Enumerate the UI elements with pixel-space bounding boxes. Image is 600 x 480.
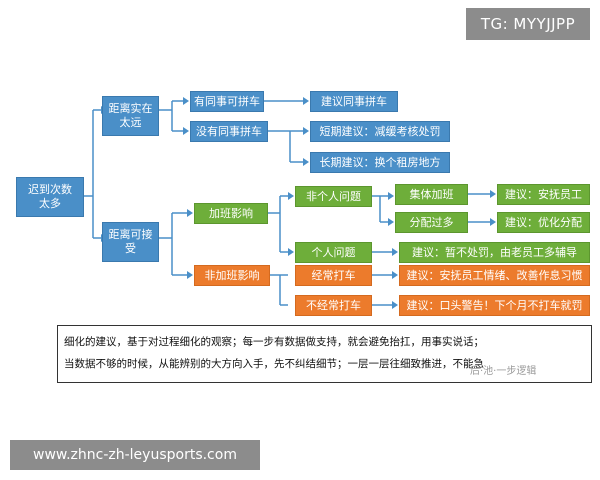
- watermark: 后·池·一步逻辑: [470, 366, 537, 377]
- node-far: 距离实在太远: [102, 96, 159, 136]
- node-no-colleague: 没有同事拼车: [190, 121, 268, 142]
- node-suggest-optimize: 建议：优化分配: [497, 212, 590, 233]
- node-suggest-emotion: 建议：安抚员工情绪、改善作息习惯: [399, 265, 590, 286]
- node-short-term: 短期建议：减缓考核处罚: [310, 121, 450, 142]
- connector-no: [268, 130, 303, 163]
- note-line-1: 细化的建议，基于对过程细化的观察；每一步有数据做支持，就会避免抬扛，用事实说话；: [64, 336, 484, 348]
- connector-overtime: [268, 195, 288, 253]
- connector-near: [159, 212, 187, 276]
- connector-nonovertime: [270, 274, 288, 306]
- node-group-overtime: 集体加班: [395, 184, 468, 205]
- node-has-colleague: 有同事可拼车: [190, 91, 264, 112]
- node-personal: 个人问题: [295, 242, 372, 263]
- node-suggest-warning: 建议：口头警告！下个月不打车就罚: [399, 295, 590, 316]
- note-line-2: 当数据不够的时候，从能辨别的大方向入手，先不纠结细节；一层一层往细致推进，不能急: [64, 358, 484, 370]
- node-frequent: 经常打车: [295, 265, 372, 286]
- connector-far: [159, 100, 183, 132]
- node-near: 距离可接受: [102, 222, 159, 262]
- connector-taxi: [372, 274, 392, 306]
- connector-nonpersonal: [372, 195, 388, 223]
- node-non-overtime: 非加班影响: [194, 265, 270, 286]
- node-root: 迟到次数太多: [16, 177, 84, 217]
- note-box: 细化的建议，基于对过程细化的观察；每一步有数据做支持，就会避免抬扛，用事实说话；…: [57, 325, 592, 383]
- node-overtime: 加班影响: [194, 203, 268, 224]
- node-suggest-carpool: 建议同事拼车: [310, 91, 398, 112]
- tg-badge: TG: MYYJJPP: [466, 8, 590, 40]
- node-infrequent: 不经常打车: [295, 295, 372, 316]
- node-long-term: 长期建议：换个租房地方: [310, 152, 450, 173]
- node-over-assigned: 分配过多: [395, 212, 468, 233]
- url-badge: www.zhnc-zh-leyusports.com: [10, 440, 260, 470]
- node-suggest-mentor: 建议：暂不处罚，由老员工多辅导: [399, 242, 590, 263]
- node-suggest-comfort: 建议：安抚员工: [497, 184, 590, 205]
- connector-root: [84, 109, 101, 239]
- node-non-personal: 非个人问题: [295, 186, 372, 207]
- connector-group: [468, 193, 490, 223]
